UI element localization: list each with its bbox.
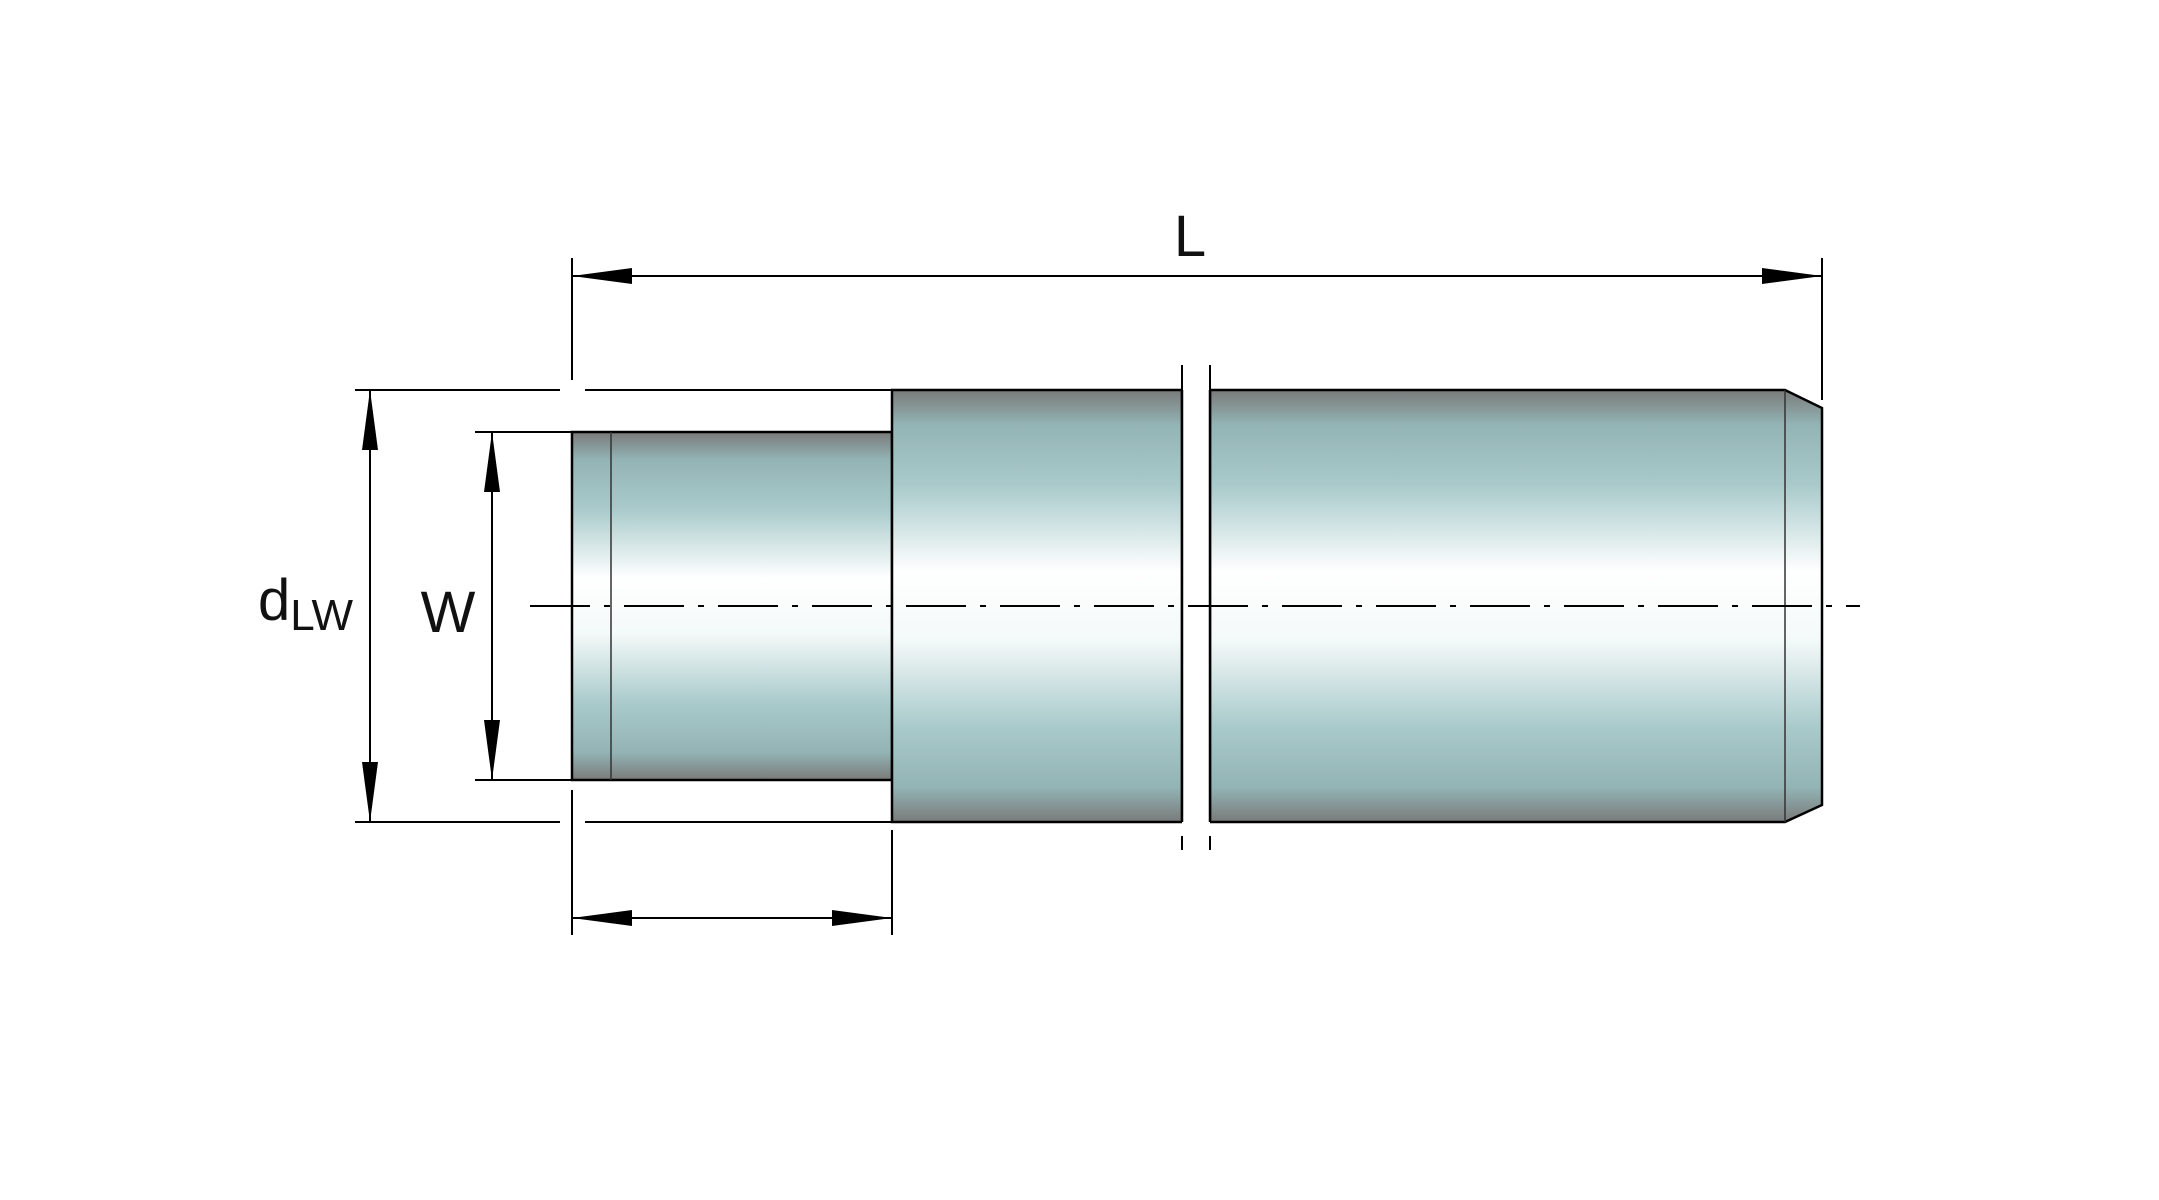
label-stub-diameter: W	[421, 580, 476, 645]
label-outer-diameter-main: d	[258, 568, 290, 633]
extension-lines	[355, 258, 1823, 935]
break-lines	[1180, 365, 1212, 850]
label-outer-diameter: dLW	[258, 568, 353, 640]
label-length: L	[1174, 204, 1206, 269]
label-outer-diameter-sub: LW	[290, 591, 353, 640]
